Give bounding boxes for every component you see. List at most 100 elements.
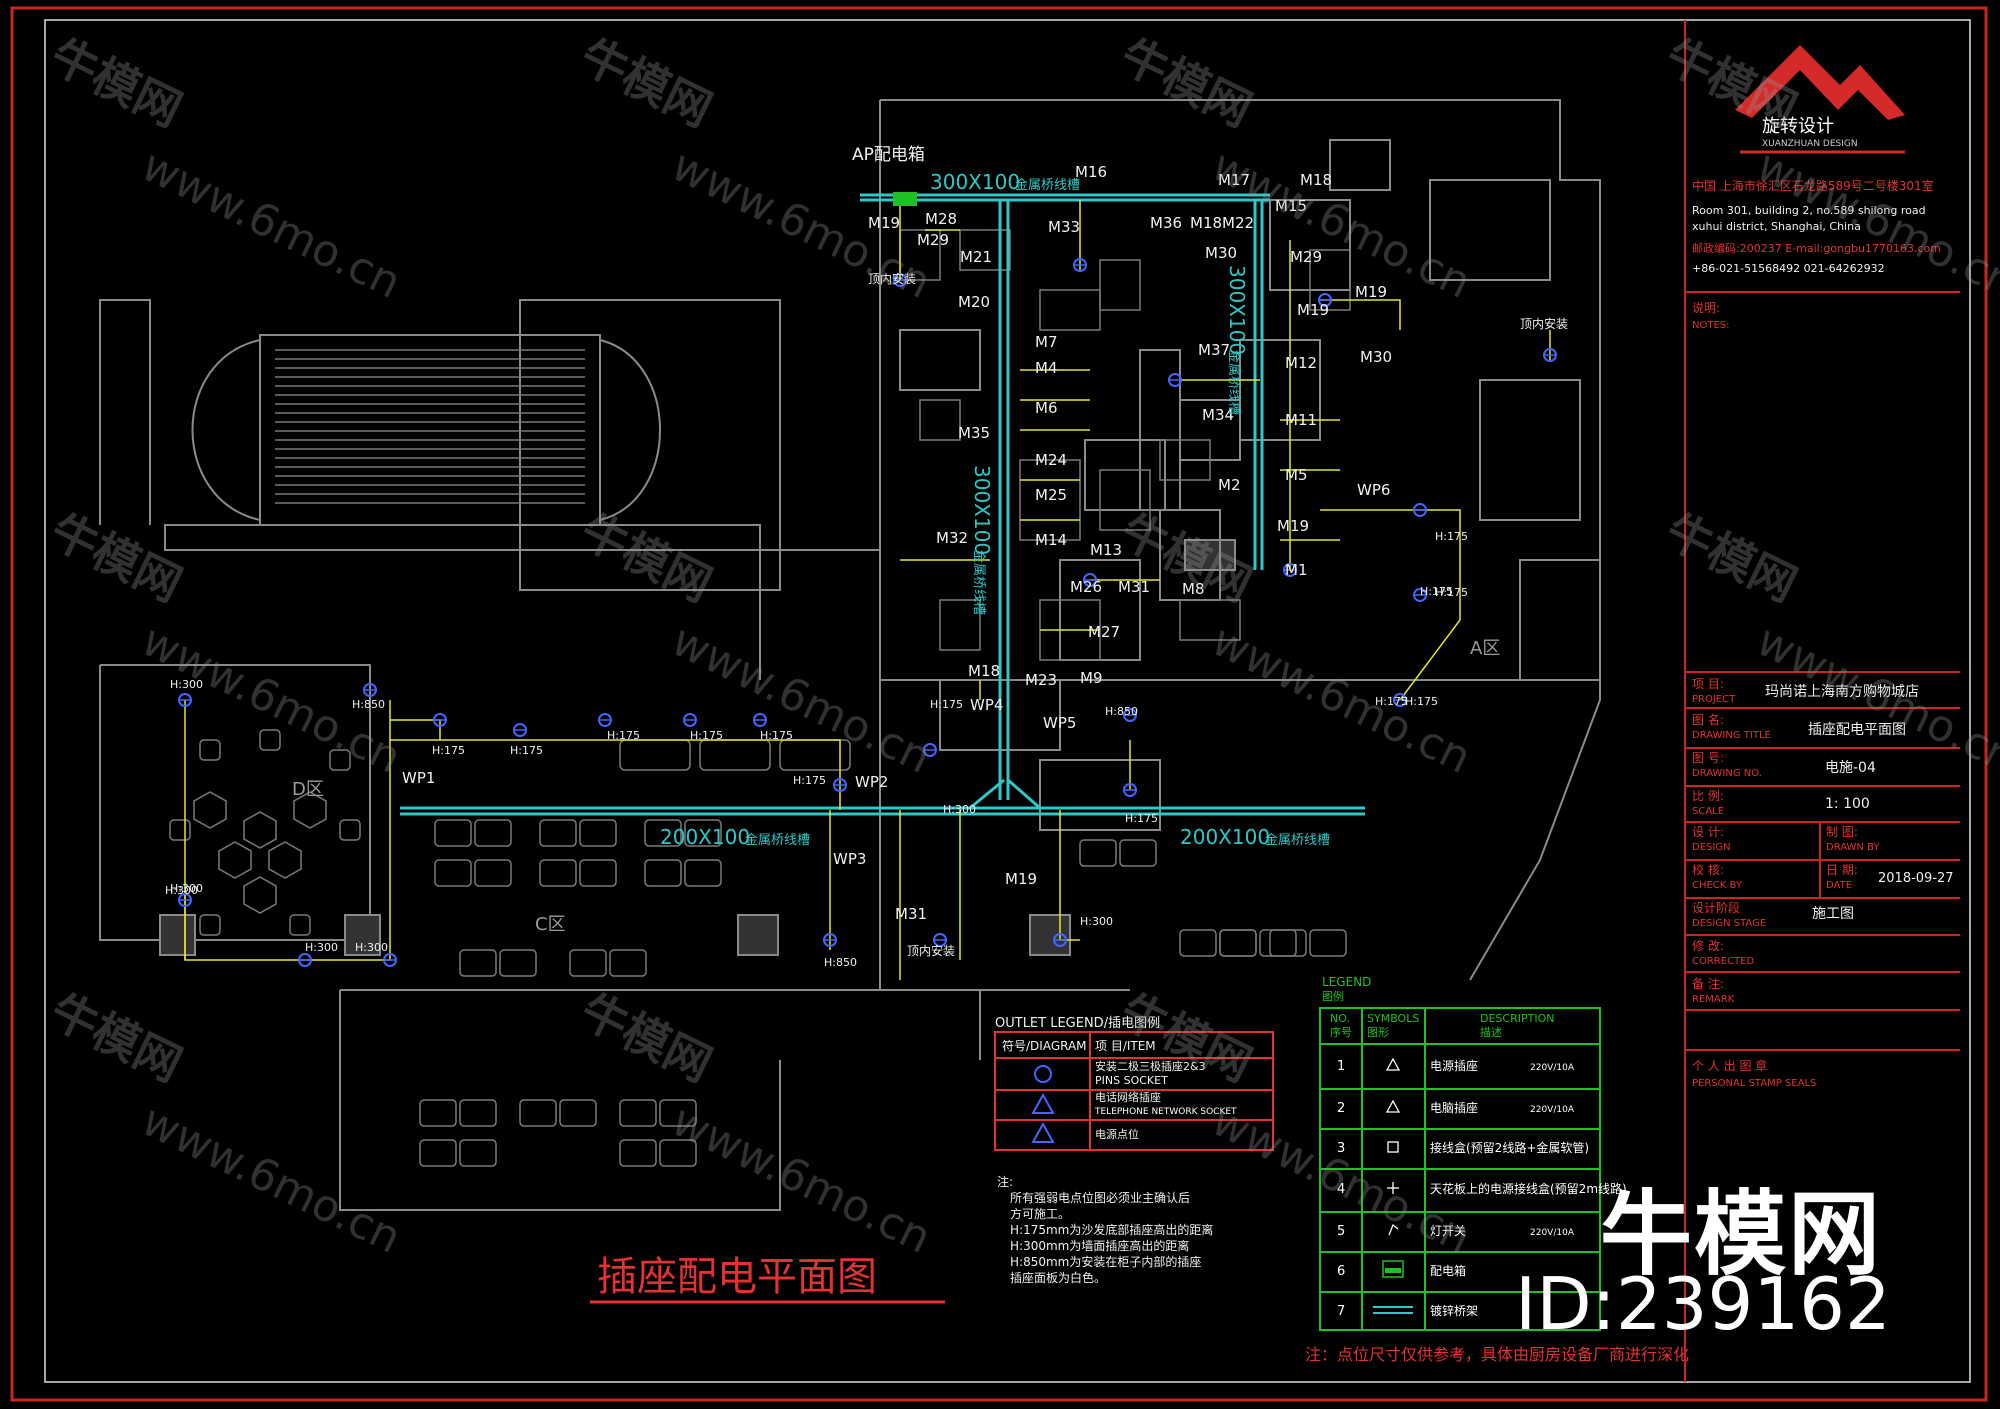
kitchen-equipment (1039, 289, 1101, 331)
address-en-1: Room 301, building 2, no.589 shilong roa… (1692, 204, 1926, 217)
chair (259, 729, 281, 751)
notes-label: 说明: (1692, 300, 1720, 315)
kitchen-equipment (919, 399, 961, 441)
circuit-label: M36 (1150, 214, 1182, 232)
circuit-label: M37 (1198, 341, 1230, 359)
socket-icon (753, 713, 767, 727)
legend-head-sym: SYMBOLS (1367, 1012, 1419, 1025)
chair (199, 914, 221, 936)
outlet-legend-row1-en: PINS SOCKET (1095, 1074, 1168, 1087)
table-set (519, 1099, 597, 1127)
corrected-en: CORRECTED (1692, 956, 1754, 967)
table-set (644, 819, 722, 847)
notes-title: 注: (997, 1174, 1013, 1189)
legend-head-no: NO. (1330, 1012, 1350, 1025)
table-set (1219, 929, 1297, 957)
legend-head-sym-cn: 图形 (1367, 1026, 1389, 1039)
kitchen-equipment (1099, 469, 1151, 531)
legend-symbol-icon (1385, 1099, 1401, 1113)
legend-row-desc: 接线盒(预留2线路+金属软管) (1430, 1140, 1589, 1155)
hex-table (243, 811, 277, 849)
socket-icon (1083, 573, 1097, 587)
height-label: H:175 (1420, 585, 1453, 598)
circuit-label: M6 (1035, 399, 1058, 417)
zone-a: A区 (1470, 638, 1500, 659)
tray-label-top: 300X100 (930, 170, 1020, 194)
contact: 邮政编码:200237 E-mail:gongbu1770163.com (1692, 241, 1941, 255)
note-line: 所有强弱电点位图必须业主确认后 (1010, 1190, 1190, 1205)
circuit-label: M21 (960, 248, 992, 266)
legend-row-desc: 灯开关 (1430, 1224, 1466, 1238)
socket-icon (1393, 693, 1407, 707)
sofa-booth (619, 739, 691, 771)
circuit-label: WP6 (1357, 481, 1390, 499)
no-value: 电施-04 (1825, 760, 1876, 776)
outlet-legend-title: OUTLET LEGEND/插电图例 (995, 1016, 1160, 1031)
note-line: H:850mm为安装在柜子内部的插座 (1010, 1254, 1201, 1269)
chair (199, 739, 221, 761)
circuit-label: M1 (1285, 561, 1308, 579)
legend-head-desc: DESCRIPTION (1480, 1012, 1554, 1025)
date-value: 2018-09-27 (1878, 871, 1954, 886)
remark-en: REMARK (1692, 994, 1735, 1005)
inner-frame (44, 19, 1971, 1383)
project-value: 玛尚诺上海南方购物城店 (1765, 684, 1919, 700)
height-label: H:300 (943, 803, 976, 816)
height-label: H:175 (510, 744, 543, 757)
kitchen-equipment (1099, 259, 1141, 311)
socket-icon (1168, 373, 1182, 387)
legend-row-no: 1 (1337, 1059, 1345, 1074)
circuit-label: M30 (1360, 348, 1392, 366)
circuit-label: M16 (1075, 163, 1107, 181)
legend-title: LEGEND (1322, 975, 1371, 989)
socket-icon (1034, 1065, 1052, 1083)
tray-sub-vert-a: 金属桥线槽 (971, 550, 987, 615)
socket-icon (1123, 783, 1137, 797)
no-label: 图 号: (1692, 751, 1724, 765)
table-set (1079, 839, 1157, 867)
hex-table (243, 876, 277, 914)
height-label: H:850 (824, 956, 857, 969)
outlet-legend-head-item: 项 目/ITEM (1095, 1039, 1156, 1053)
outlet-legend-row3: 电源点位 (1095, 1127, 1139, 1141)
project-en: PROJECT (1692, 694, 1736, 705)
legend-row-no: 6 (1337, 1264, 1345, 1279)
legend-table (1319, 1007, 1601, 1331)
hex-table (293, 791, 327, 829)
furniture-layer (169, 229, 1351, 1167)
scale-en: SCALE (1692, 806, 1724, 817)
kitchen-equipment (1309, 249, 1351, 311)
circuit-label: M5 (1285, 466, 1308, 484)
circuit-label: M11 (1285, 411, 1317, 429)
circuit-label: M33 (1048, 218, 1080, 236)
notes-block: 注: 所有强弱电点位图必须业主确认后方可施工。H:175mm为沙发底部插座高出的… (997, 1174, 1213, 1285)
legend-row-spec: 220V/10A (1530, 1063, 1575, 1073)
table-set (434, 819, 512, 847)
circuit-label: M7 (1035, 333, 1058, 351)
height-label: H:175 (1405, 695, 1438, 708)
circuit-label: M18 (1300, 171, 1332, 189)
height-label: H:175 (930, 698, 963, 711)
socket-icon (833, 778, 847, 792)
stage-en: DESIGN STAGE (1692, 918, 1766, 929)
circuit-label: M14 (1035, 531, 1067, 549)
circuit-label: M19 (1297, 301, 1329, 319)
legend-row-desc: 镀锌桥架 (1430, 1304, 1478, 1318)
circuit-label: M12 (1285, 354, 1317, 372)
ceiling-note: 顶内安装 (907, 943, 955, 958)
ap-label: AP配电箱 (852, 145, 925, 165)
socket-icon (178, 693, 192, 707)
address-en-2: xuhui district, Shanghai, China (1692, 220, 1861, 233)
circuit-label: M19 (868, 214, 900, 232)
circuit-label: M29 (1290, 248, 1322, 266)
drawn-en: DRAWN BY (1826, 842, 1880, 853)
circuit-label: M18 (968, 662, 1000, 680)
circuit-label: M8 (1182, 580, 1205, 598)
circuit-label: M4 (1035, 359, 1058, 377)
stage-value: 施工图 (1812, 906, 1854, 922)
socket-icon (433, 713, 447, 727)
legend-head-desc-cn: 描述 (1480, 1025, 1502, 1039)
stamp-label: 个 人 出 图 章 (1692, 1058, 1767, 1073)
